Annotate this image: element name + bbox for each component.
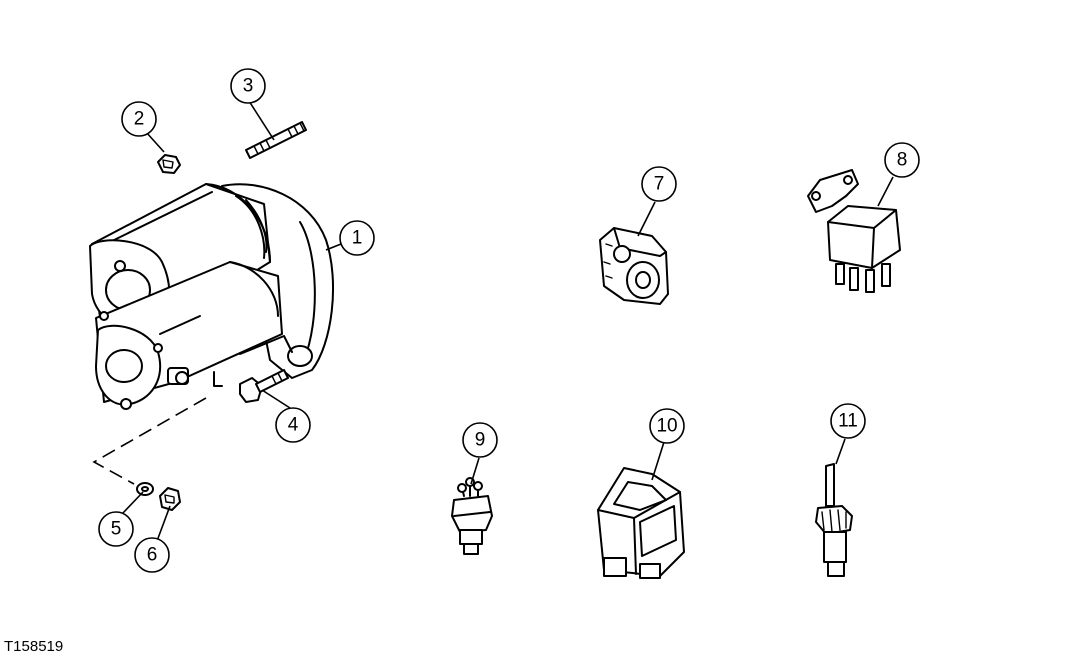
callout-2-label: 2 xyxy=(134,109,145,130)
callout-5: 5 xyxy=(98,511,134,547)
callout-10: 10 xyxy=(649,408,685,444)
washer-drawing xyxy=(136,482,154,496)
assembly-leader-line xyxy=(92,397,207,485)
figure-id: T158519 xyxy=(4,638,64,655)
temperature-sensor-drawing xyxy=(815,463,853,577)
callout-1: 1 xyxy=(339,220,375,256)
callout-8-label: 8 xyxy=(897,150,908,171)
callout-4-label: 4 xyxy=(288,415,299,436)
callout-3-label: 3 xyxy=(243,76,254,97)
stud-drawing xyxy=(245,121,307,159)
callout-7: 7 xyxy=(641,166,677,202)
flasher-drawing xyxy=(599,227,669,305)
callout-4: 4 xyxy=(275,407,311,443)
callout-6: 6 xyxy=(134,537,170,573)
relay-drawing xyxy=(807,169,901,293)
nut-6-drawing xyxy=(159,487,181,511)
callout-6-label: 6 xyxy=(147,545,158,566)
callout-1-label: 1 xyxy=(352,228,363,249)
callout-5-label: 5 xyxy=(111,519,122,540)
callout-9: 9 xyxy=(462,422,498,458)
callout-11-label: 11 xyxy=(838,411,858,432)
callout-11: 11 xyxy=(830,403,866,439)
callout-10-label: 10 xyxy=(656,416,677,437)
callout-7-label: 7 xyxy=(654,174,665,195)
pressure-switch-drawing xyxy=(451,477,493,555)
bolt-drawing xyxy=(239,369,289,403)
callout-leaders xyxy=(121,100,894,542)
starter-motor-drawing xyxy=(89,183,335,410)
callout-2: 2 xyxy=(121,101,157,137)
callout-8: 8 xyxy=(884,142,920,178)
control-unit-drawing xyxy=(597,467,685,579)
callout-3: 3 xyxy=(230,68,266,104)
nut-drawing xyxy=(157,154,181,174)
callout-9-label: 9 xyxy=(475,430,486,451)
